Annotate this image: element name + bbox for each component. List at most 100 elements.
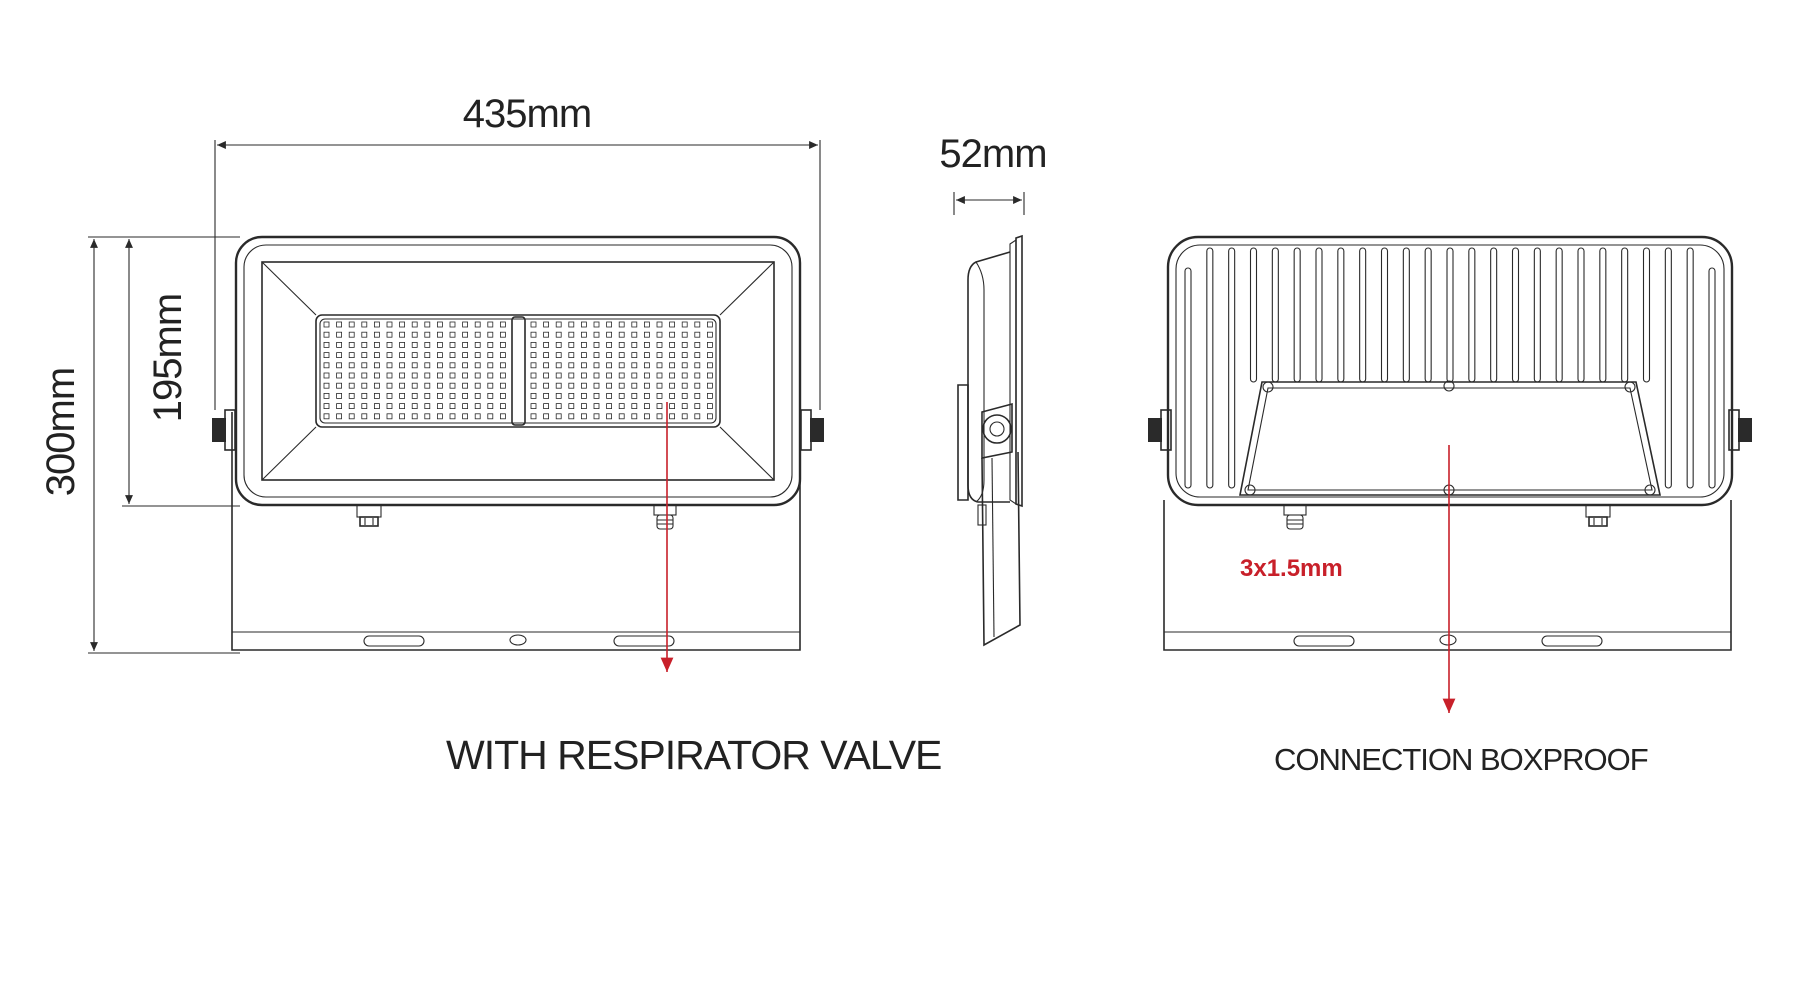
led-chip — [644, 331, 650, 338]
led-chip — [707, 362, 713, 369]
led-chip — [568, 331, 575, 338]
led-chip — [555, 413, 562, 420]
led-chip — [707, 331, 713, 338]
led-chip — [543, 362, 549, 369]
led-chip — [644, 321, 650, 328]
led-chip — [373, 372, 380, 379]
led-chip — [656, 392, 663, 399]
led-chip — [593, 403, 600, 410]
led-chip — [323, 382, 330, 389]
led-chip — [543, 413, 549, 420]
led-chip — [543, 331, 549, 338]
led-chip — [631, 413, 638, 420]
led-chip — [411, 403, 418, 410]
led-chip — [474, 341, 481, 348]
led-chip — [336, 372, 343, 379]
led-chip — [449, 341, 456, 348]
led-chip — [555, 403, 562, 410]
cooling-fin — [1468, 247, 1476, 383]
led-chip — [618, 403, 625, 410]
led-chip — [399, 372, 406, 379]
led-chip — [487, 321, 494, 328]
led-chip — [386, 341, 393, 348]
led-chip — [694, 382, 701, 389]
led-chip — [669, 392, 675, 399]
led-chip — [373, 362, 380, 369]
led-chip — [606, 352, 612, 359]
led-chip — [555, 372, 562, 379]
led-chip — [474, 382, 481, 389]
led-chip — [436, 413, 443, 420]
led-chip — [424, 321, 431, 328]
led-chip — [669, 372, 675, 379]
led-chip — [669, 362, 675, 369]
led-chip — [411, 382, 418, 389]
led-chip — [474, 331, 481, 338]
led-chip — [669, 331, 675, 338]
led-chip — [707, 392, 713, 399]
led-chip — [348, 352, 355, 359]
cooling-fin — [1271, 247, 1279, 383]
led-chip — [606, 362, 612, 369]
led-chip — [323, 403, 330, 410]
led-chip — [606, 331, 612, 338]
led-chip — [499, 382, 506, 389]
led-chip — [694, 362, 701, 369]
led-chip — [411, 392, 418, 399]
cooling-fin — [1577, 247, 1585, 383]
led-chip — [606, 403, 612, 410]
led-chip — [707, 321, 713, 328]
led-chip — [530, 403, 537, 410]
led-chip — [606, 341, 612, 348]
led-chip — [555, 382, 562, 389]
led-chip — [449, 352, 456, 359]
cable-gland-front — [356, 504, 382, 527]
led-chip — [361, 352, 368, 359]
led-chip — [336, 392, 343, 399]
led-chip — [386, 321, 393, 328]
led-chip — [581, 352, 587, 359]
led-chip — [462, 382, 469, 389]
led-chip — [348, 403, 355, 410]
dimension-width: 435mm — [214, 92, 821, 410]
led-chip — [530, 392, 537, 399]
led-chip — [581, 341, 587, 348]
led-chip — [373, 392, 380, 399]
dimension-head-height-label: 195mm — [146, 294, 190, 422]
led-chip — [631, 372, 638, 379]
led-chip — [555, 321, 562, 328]
led-chip — [487, 413, 494, 420]
led-chip — [436, 372, 443, 379]
led-chip — [323, 362, 330, 369]
led-chip — [606, 392, 612, 399]
led-chip — [543, 321, 549, 328]
led-chip — [656, 403, 663, 410]
led-chip — [373, 341, 380, 348]
led-chip — [593, 382, 600, 389]
led-chip — [336, 341, 343, 348]
led-chip — [631, 321, 638, 328]
front-view — [212, 235, 824, 672]
cooling-fin — [1642, 247, 1651, 383]
led-chip — [487, 372, 494, 379]
led-chip — [487, 362, 494, 369]
led-chip — [530, 341, 537, 348]
led-chip — [436, 382, 443, 389]
led-chip — [436, 392, 443, 399]
led-chip — [361, 382, 368, 389]
cooling-fin — [1708, 267, 1716, 489]
led-chip — [593, 372, 600, 379]
led-chip — [336, 403, 343, 410]
led-chip — [669, 403, 675, 410]
cooling-fin — [1686, 247, 1694, 489]
led-chip — [707, 352, 713, 359]
dimension-depth: 52mm — [939, 132, 1048, 215]
led-chip — [386, 372, 393, 379]
led-chip — [543, 382, 549, 389]
led-chip — [348, 372, 355, 379]
led-chip — [323, 352, 330, 359]
led-chip — [386, 392, 393, 399]
led-chip — [361, 403, 368, 410]
side-view: 52mm — [939, 132, 1048, 647]
